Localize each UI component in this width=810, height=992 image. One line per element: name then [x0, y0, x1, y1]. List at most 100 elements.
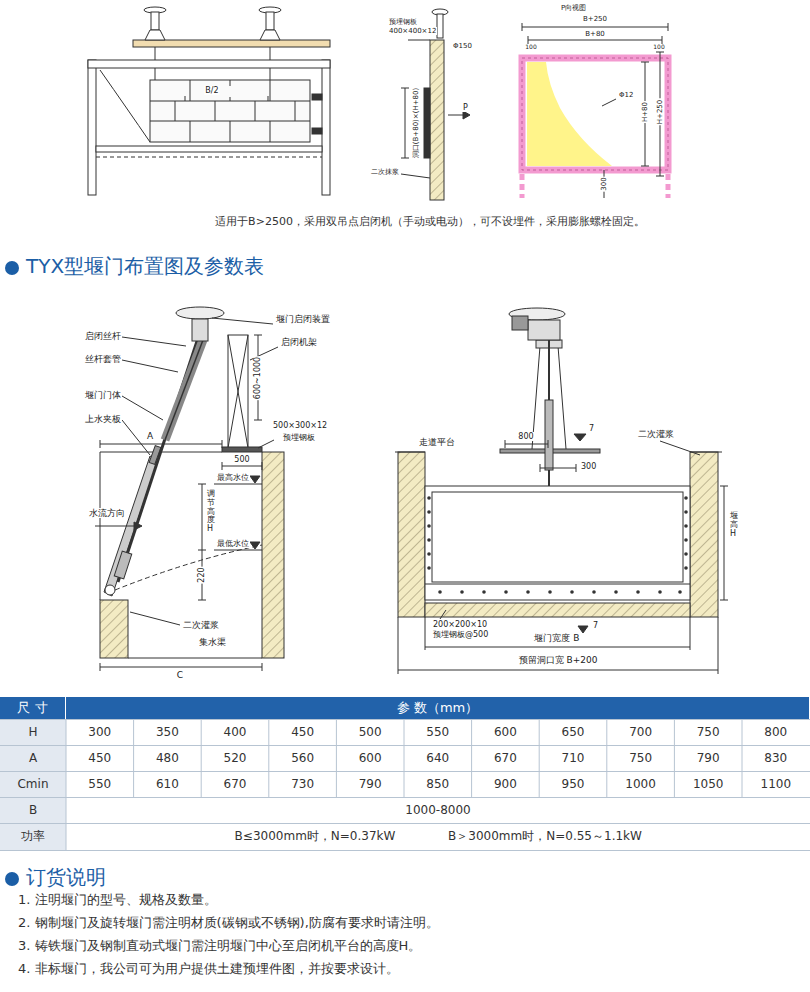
dimension-label: B+250: [582, 15, 608, 23]
table-cell: 700: [629, 726, 652, 740]
part-label: 800: [517, 432, 534, 441]
part-label: 最低水位: [216, 539, 250, 548]
part-label: 300: [580, 462, 597, 471]
part-label: 调节高度H: [206, 490, 216, 534]
table-cell: 640: [426, 752, 449, 766]
part-label: 堰门宽度 B: [533, 633, 580, 643]
dimension-label: P: [462, 103, 469, 112]
dimension-label: 100: [652, 44, 665, 51]
bullet: [5, 261, 19, 275]
dimension-label: B+80: [584, 30, 606, 38]
table-cell: 300: [88, 726, 111, 740]
order-note: 3. 铸铁堰门及钢制直动式堰门需注明堰门中心至启闭机平台的高度H。: [18, 939, 421, 954]
part-label: 走道平台: [418, 437, 456, 447]
table-cell: A: [29, 752, 37, 766]
table-cell: 600: [359, 752, 382, 766]
weir-gate-section: [95, 307, 284, 671]
part-label: 预埋钢板@500: [432, 630, 489, 639]
part-label: 预留洞口宽 B+200: [518, 655, 599, 665]
table-cell: 800: [764, 726, 787, 740]
table-cell: 670: [494, 752, 517, 766]
dimension-label: 预埋钢板: [388, 18, 418, 26]
double-hoist-elevation: [88, 7, 330, 195]
table-cell: 850: [426, 778, 449, 792]
page-title: TYX型堰门布置图及参数表: [26, 255, 264, 278]
part-label: 600~1000: [253, 356, 262, 400]
table-cell: 1100: [761, 778, 792, 792]
part-label: 堰门门体: [84, 390, 122, 400]
table-cell: B＞3000mm时，N=0.55～1.1kW: [448, 830, 642, 844]
part-label: 启闭机架: [280, 337, 318, 347]
part-label: 220: [197, 566, 206, 583]
table-cell: Cmin: [17, 778, 48, 792]
table-cell: 450: [88, 752, 111, 766]
header-text: 参 数（mm）: [397, 699, 478, 717]
table-cell: 830: [764, 752, 787, 766]
dimension-label: 100: [524, 44, 537, 51]
table-cell: B: [29, 804, 37, 818]
dimension-label: 洞口(B+80)×(H+80): [412, 87, 420, 159]
table-cell: 790: [697, 752, 720, 766]
part-label: 堰高H: [729, 512, 739, 538]
dimension-label: Φ12: [618, 91, 634, 99]
table-cell: 350: [156, 726, 179, 740]
table-cell: 450: [291, 726, 314, 740]
part-label: 7: [592, 621, 599, 630]
part-label: 7: [588, 424, 595, 433]
p-view: [522, 23, 668, 198]
weir-gate-front: [395, 308, 728, 674]
part-label: 集水渠: [198, 637, 227, 647]
part-label: 200×200×10: [432, 620, 488, 629]
table-cell: 650: [562, 726, 585, 740]
table-cell: 500: [359, 726, 382, 740]
section-heading: 订货说明: [26, 866, 106, 889]
dimension-label: 300: [600, 176, 608, 191]
parameter-table-grid: [0, 719, 810, 851]
side-section: [401, 9, 470, 200]
table-cell: 功率: [21, 830, 45, 844]
table-cell: 1050: [693, 778, 724, 792]
part-label: 500: [233, 455, 250, 464]
part-label: 预埋钢板: [282, 433, 316, 442]
table-cell: 750: [629, 752, 652, 766]
part-label: A: [146, 431, 154, 441]
part-label: 丝杆套管: [84, 354, 122, 364]
table-cell: 400: [224, 726, 247, 740]
order-note: 4. 非标堰门，我公司可为用户提供土建预埋件图，并按要求设计。: [18, 962, 399, 977]
part-label: 上水夹板: [84, 414, 122, 424]
table-header-cell: 参 数（mm）: [66, 697, 810, 719]
table-cell: 710: [562, 752, 585, 766]
bullet: [5, 872, 19, 886]
table-cell: 480: [156, 752, 179, 766]
table-cell: B≤3000mm时，N=0.37kW: [235, 830, 396, 844]
dimension-label: H+80: [641, 101, 649, 123]
caption-text: 适用于B>2500，采用双吊点启闭机（手动或电动），可不设埋件，采用膨胀螺栓固定…: [215, 216, 645, 229]
part-label: 堰门启闭装置: [275, 314, 331, 324]
table-cell: 560: [291, 752, 314, 766]
table-cell: 550: [426, 726, 449, 740]
table-cell: 790: [359, 778, 382, 792]
part-label: 最高水位: [216, 473, 250, 482]
header-text: 尺 寸: [17, 699, 47, 717]
table-cell: 730: [291, 778, 314, 792]
table-cell: 670: [224, 778, 247, 792]
table-cell: H: [28, 726, 37, 740]
table-header-cell: 尺 寸: [0, 697, 66, 719]
order-note: 1. 注明堰门的型号、规格及数量。: [18, 893, 217, 908]
part-label: 水流方向: [88, 508, 126, 518]
table-cell: 550: [88, 778, 111, 792]
part-label: 二次灌浆: [182, 620, 220, 630]
dimension-label: 二次抹浆: [370, 168, 400, 176]
table-cell: 1000: [625, 778, 656, 792]
table-cell: 1000-8000: [405, 804, 470, 818]
table-cell: 520: [224, 752, 247, 766]
dimension-label: B/2: [204, 86, 219, 95]
order-note: 2. 钢制堰门及旋转堰门需注明材质(碳钢或不锈钢),防腐有要求时请注明。: [18, 916, 439, 931]
dimension-label: Φ150: [452, 42, 473, 50]
dimension-label: H+250: [656, 99, 664, 126]
part-label: C: [176, 670, 184, 680]
part-label: 启闭丝杆: [84, 331, 122, 341]
dimension-label: P向视图: [560, 4, 587, 12]
table-cell: 950: [562, 778, 585, 792]
